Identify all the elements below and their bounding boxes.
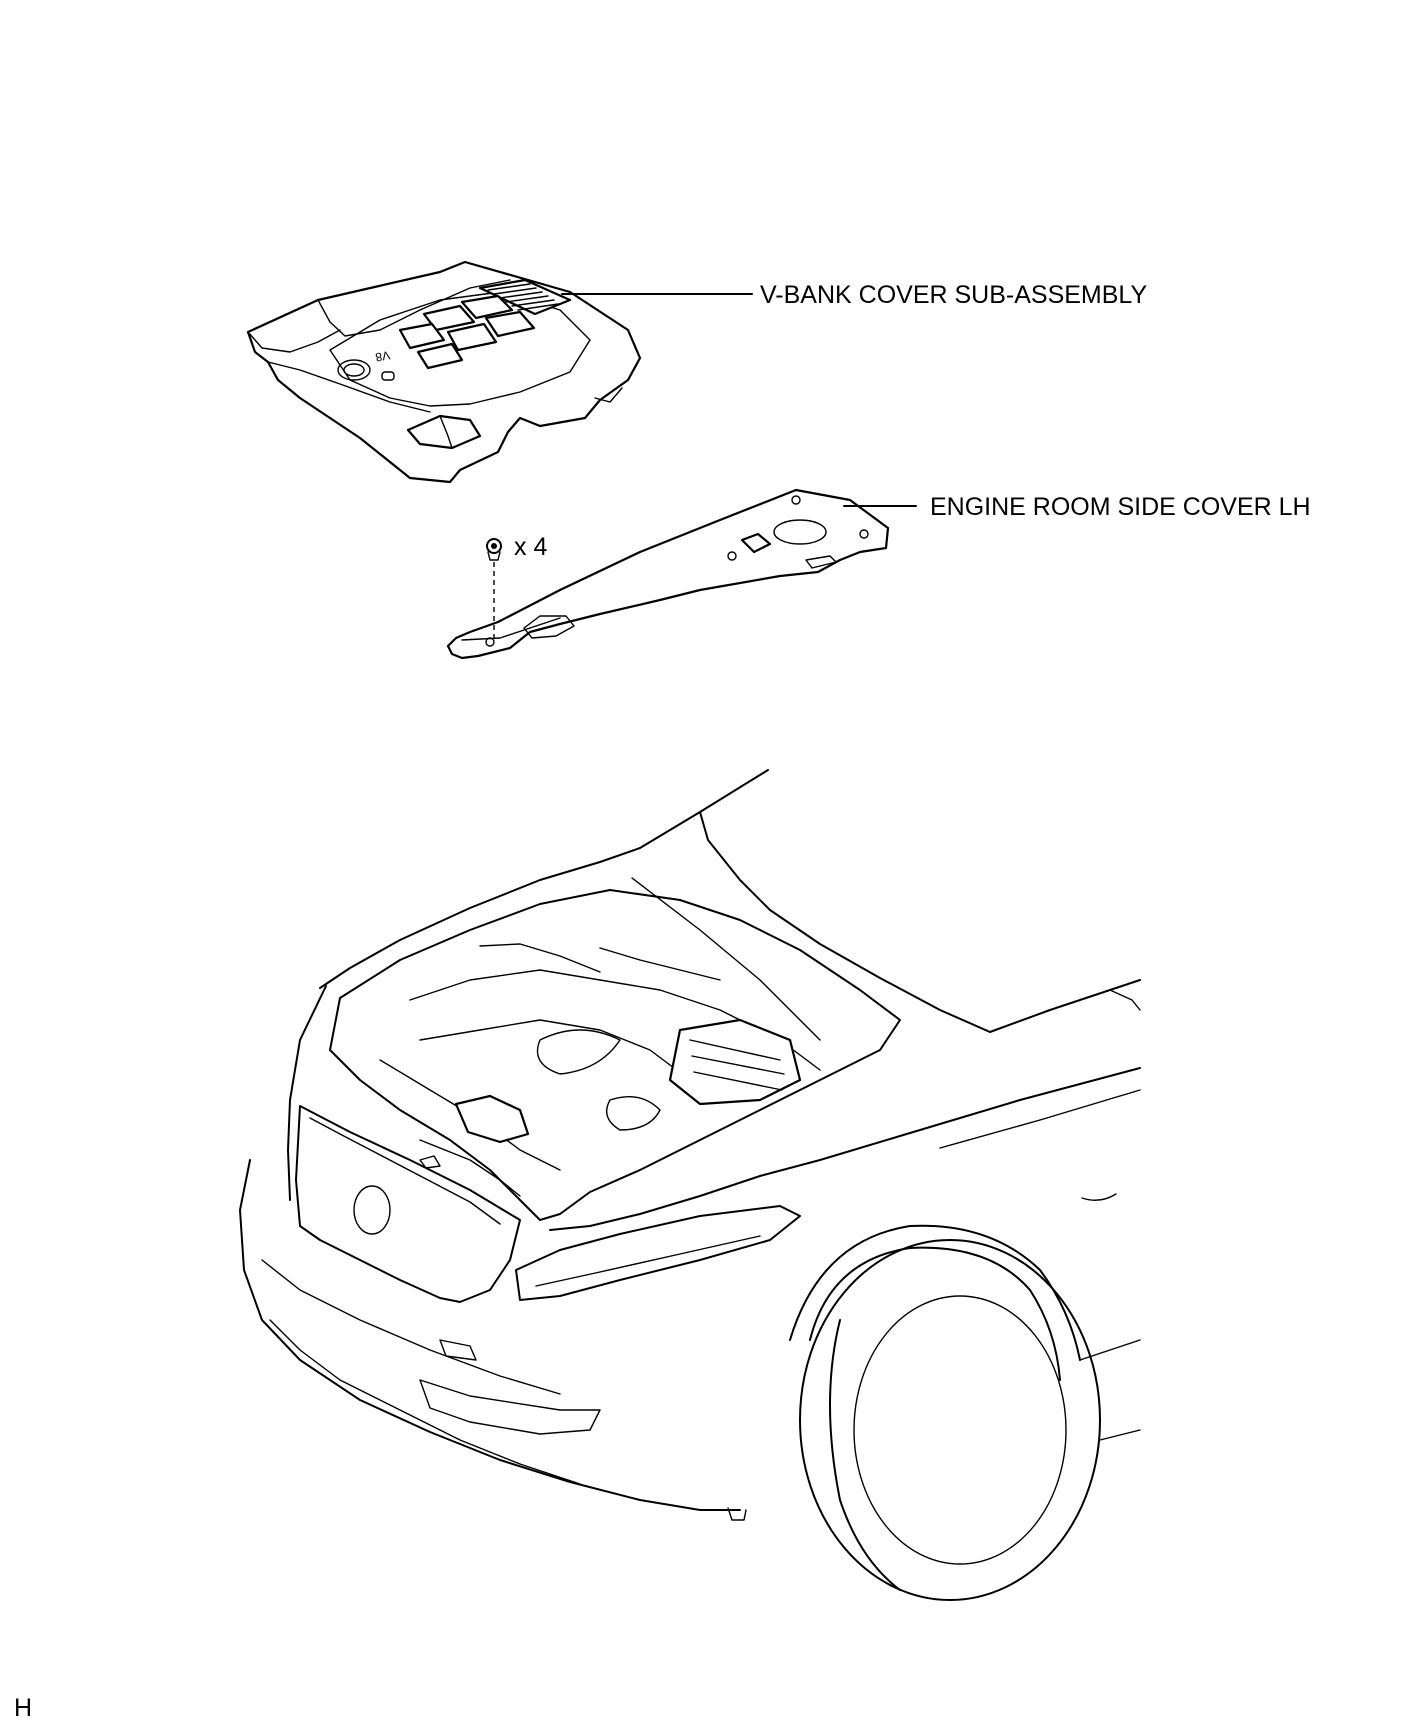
engine-cover-emblem: V8 [374,348,391,364]
v-bank-cover-illustration: V8 [246,260,642,484]
side-cover-label: ENGINE ROOM SIDE COVER LH [930,493,1311,521]
diagram-reference-code: H [14,1694,32,1722]
vehicle-front-illustration [239,769,1141,1601]
clip-icon [486,538,502,561]
engine-room-side-cover-illustration [446,488,890,660]
clip-quantity-label: x 4 [514,533,547,561]
v-bank-cover-label: V-BANK COVER SUB-ASSEMBLY [760,281,1147,309]
